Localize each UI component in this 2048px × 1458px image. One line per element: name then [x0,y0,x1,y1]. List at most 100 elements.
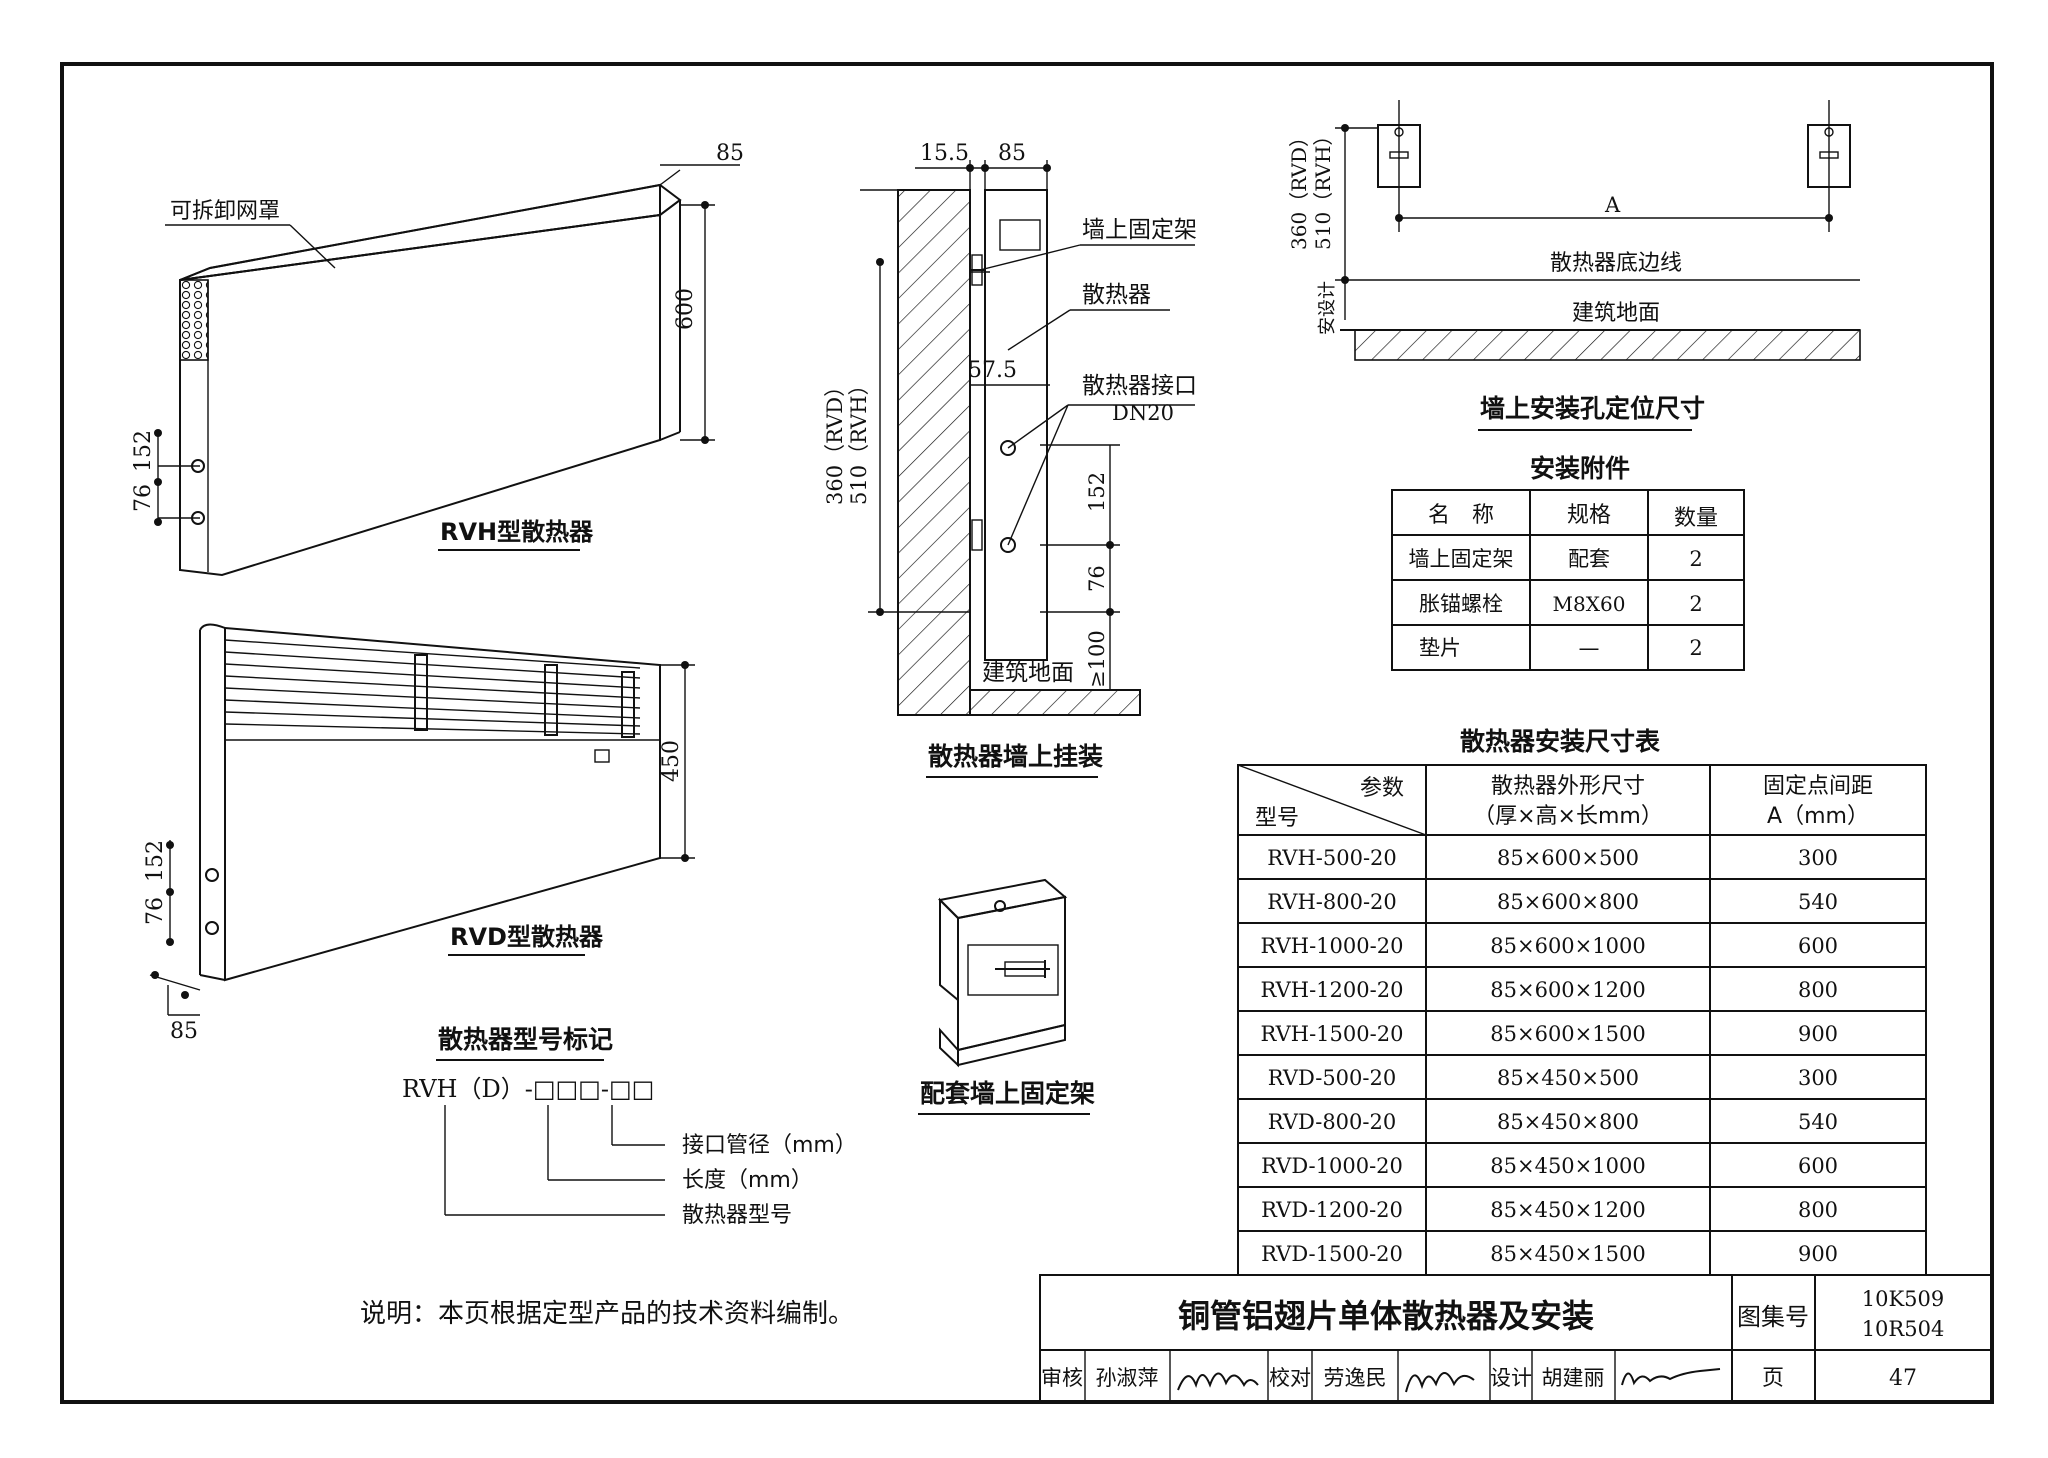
wall-label-bracket: 墙上固定架 [1082,217,1197,243]
size-table-cell: RVH-800-20 [1267,890,1397,914]
rvd-dim-152: 152 [143,840,168,882]
size-table-cell: RVD-1500-20 [1261,1242,1403,1266]
accessories-header-spec: 规格 [1567,503,1611,528]
model-code: RVH（D）-□□□-□□ [402,1075,654,1103]
size-table-header-size-1: 散热器外形尺寸 [1491,774,1645,799]
holes-dim-rvd: 360（RVD） [1287,127,1311,250]
rvd-dim-height: 450 [659,740,684,782]
rvd-title: RVD型散热器 [450,923,604,951]
wall-dim-left-rvh: 510（RVH） [847,374,871,505]
model-code-leaders [444,1105,665,1216]
accessories-cell: — [1579,636,1600,660]
accessories-table [1391,489,1745,671]
size-table-cell: 85×600×500 [1497,846,1639,870]
size-table-cell: 300 [1798,846,1838,870]
accessories-header-name: 名 称 [1428,503,1494,528]
size-table-cell: RVD-800-20 [1268,1110,1396,1134]
wall-label-radiator: 散热器 [1082,282,1151,308]
holes-label-install-height: 安设计 [1317,281,1338,335]
size-table-header-a-1: 固定点间距 [1763,774,1873,799]
size-table-header-model: 型号 [1255,806,1299,831]
wall-dim-57-5: 57.5 [968,358,1017,383]
holes-label-bottom-edge: 散热器底边线 [1550,251,1682,276]
rvh-dim-height: 600 [673,288,698,330]
size-table-cell: RVH-1000-20 [1261,934,1404,958]
designer-signature [1621,1368,1721,1386]
size-table-title: 散热器安装尺寸表 [1460,727,1661,756]
title-block-atlas-no-2: 10R504 [1862,1317,1945,1341]
wall-dim-100: ≥100 [1085,630,1109,688]
wall-dim-85: 85 [998,141,1026,166]
size-table-cell: 85×600×1200 [1490,978,1645,1002]
rvh-dim-depth: 85 [716,141,744,166]
wall-label-dn: DN20 [1112,401,1174,425]
size-table-header-a-2: A（mm） [1767,804,1869,829]
wall-dim-15-5: 15.5 [920,141,969,166]
size-table-header-size-2: （厚×高×长mm） [1473,804,1663,829]
bracket-title: 配套墙上固定架 [920,1079,1095,1108]
title-block [1039,1274,1993,1403]
size-table-cell: RVD-1000-20 [1261,1154,1403,1178]
accessories-cell: 配套 [1568,547,1610,571]
accessories-cell: 2 [1689,636,1702,660]
wall-mount-drawing [860,160,1195,716]
holes-label-floor: 建筑地面 [1572,301,1660,326]
title-block-atlas-label: 图集号 [1737,1303,1809,1331]
size-table-cell: 600 [1798,1154,1838,1178]
rvd-dim-depth: 85 [170,1019,198,1044]
model-code-label-length: 长度（mm） [682,1168,813,1193]
rvh-title: RVH型散热器 [440,518,594,546]
size-table-cell: 800 [1798,978,1838,1002]
title-block-check-label: 校对 [1269,1366,1311,1390]
title-block-review-label: 审核 [1041,1366,1083,1390]
accessories-header-qty: 数量 [1674,506,1718,531]
accessories-cell: 垫片 [1419,636,1461,660]
rvh-radiator-drawing [154,164,740,577]
accessories-cell: M8X60 [1553,592,1626,616]
size-table-cell: 900 [1798,1242,1838,1266]
title-block-page-label: 页 [1762,1366,1784,1391]
title-block-page-no: 47 [1889,1366,1917,1391]
size-table-cell: RVD-1200-20 [1261,1198,1403,1222]
model-code-label-type: 散热器型号 [682,1203,792,1228]
accessories-cell: 墙上固定架 [1409,547,1514,571]
model-code-label-diameter: 接口管径（mm） [682,1133,857,1158]
bracket-drawing [937,878,1068,1068]
size-table-cell: 800 [1798,1198,1838,1222]
size-table-cell: 85×450×800 [1497,1110,1639,1134]
holes-title: 墙上安装孔定位尺寸 [1480,394,1705,423]
rvh-mesh-label: 可拆卸网罩 [170,199,280,224]
title-block-title: 铜管铝翅片单体散热器及安装 [1178,1297,1594,1335]
size-table-cell: 540 [1798,1110,1838,1134]
model-code-title: 散热器型号标记 [438,1025,613,1054]
rvd-radiator-drawing [149,623,695,1016]
title-block-designer: 胡建丽 [1542,1366,1605,1390]
size-table-cell: RVH-500-20 [1267,846,1397,870]
wall-label-floor: 建筑地面 [982,660,1074,686]
title-block-reviewer: 孙淑萍 [1096,1366,1159,1390]
rvh-dim-76: 76 [131,484,156,512]
size-table-cell: RVH-1500-20 [1261,1022,1404,1046]
title-block-atlas-no-1: 10K509 [1862,1287,1945,1311]
size-table-cell: 540 [1798,890,1838,914]
reviewer-signature [1177,1372,1259,1391]
accessories-cell: 2 [1689,592,1702,616]
size-table-cell: 85×450×1500 [1490,1242,1645,1266]
note-text: 说明：本页根据定型产品的技术资料编制。 [360,1299,854,1329]
size-table-cell: 85×450×1200 [1490,1198,1645,1222]
accessories-title: 安装附件 [1530,454,1630,483]
size-table-cell: 900 [1798,1022,1838,1046]
wall-dim-152: 152 [1085,472,1109,512]
size-table-cell: RVD-500-20 [1268,1066,1396,1090]
rvd-dim-76: 76 [143,897,168,925]
size-table-cell: 300 [1798,1066,1838,1090]
holes-dim-a: A [1604,193,1621,217]
title-block-design-label: 设计 [1490,1366,1532,1390]
size-table-cell: RVH-1200-20 [1261,978,1404,1002]
size-table-cell: 600 [1798,934,1838,958]
accessories-cell: 胀锚螺栓 [1419,592,1503,616]
size-table-cell: 85×450×500 [1497,1066,1639,1090]
title-block-checker: 劳逸民 [1324,1366,1387,1390]
